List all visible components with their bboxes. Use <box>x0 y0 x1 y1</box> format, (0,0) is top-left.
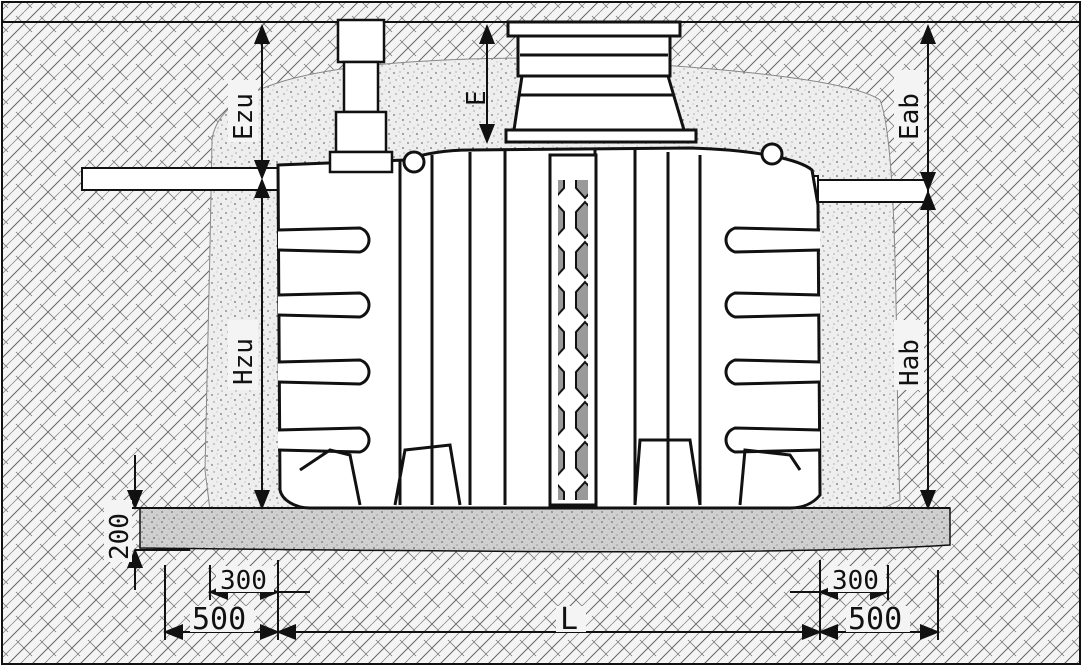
tank-ribs-right <box>724 226 821 454</box>
base-slab <box>139 507 951 553</box>
tank-bottom-segments <box>299 438 802 506</box>
label-side-total-left: 500 <box>192 602 246 637</box>
label-side-total-right: 500 <box>848 602 902 637</box>
label-eab: Eab <box>895 93 925 140</box>
label-e: E <box>462 90 492 106</box>
label-hab: Hab <box>895 339 925 386</box>
label-ezu: Ezu <box>229 93 259 140</box>
label-side-gap-right: 300 <box>832 566 879 596</box>
label-base-thickness: 200 <box>105 513 135 560</box>
label-side-gap-left: 300 <box>220 566 267 596</box>
lifting-lug-left <box>402 150 426 174</box>
label-length: L <box>560 602 578 637</box>
inlet-pipe <box>81 167 279 191</box>
divider-chain <box>558 180 588 500</box>
septic-tank <box>276 142 822 510</box>
label-hzu: Hzu <box>229 338 259 385</box>
maintenance-shaft <box>504 20 698 144</box>
outlet-pipe <box>807 179 929 203</box>
dimension-labels: Ezu Hzu E Eab Hab 200 300 500 L 300 500 <box>104 70 925 637</box>
lifting-lug-right <box>760 142 784 166</box>
tank-ribs-left <box>277 226 371 454</box>
inlet-riser <box>328 18 394 174</box>
